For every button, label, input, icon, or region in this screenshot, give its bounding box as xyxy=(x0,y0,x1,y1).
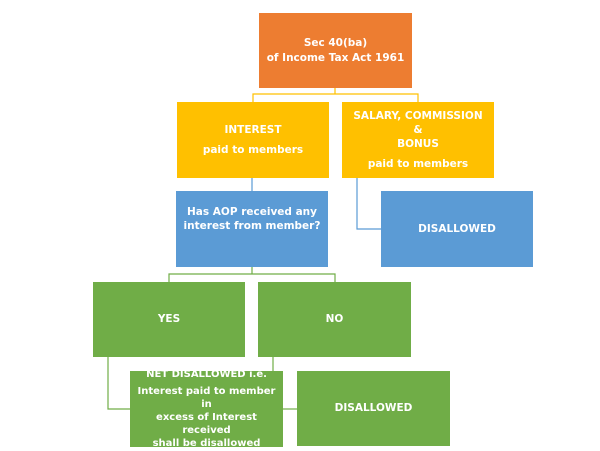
interest-subtitle: paid to members xyxy=(202,144,304,156)
question-line1: Has AOP received any xyxy=(187,206,317,218)
node-salary-commission-bonus: SALARY, COMMISSION & BONUS paid to membe… xyxy=(342,102,494,178)
connector-salary-to-disallowed xyxy=(356,178,381,230)
net-disallowed-line2: Interest paid to member in xyxy=(137,386,276,410)
salary-title-line1: SALARY, COMMISSION & xyxy=(353,109,483,136)
root-title: Sec 40(ba) xyxy=(303,37,368,50)
yes-label: YES xyxy=(157,313,181,326)
node-yes: YES xyxy=(93,282,245,357)
no-disallowed-label: DISALLOWED xyxy=(334,402,413,415)
root-subtitle: of Income Tax Act 1961 xyxy=(266,51,405,64)
connector-question-to-yes-no xyxy=(168,273,336,282)
node-no-disallowed: DISALLOWED xyxy=(297,371,450,446)
node-interest: INTEREST paid to members xyxy=(177,102,329,178)
salary-title-line2: BONUS xyxy=(397,138,439,150)
salary-subtitle: paid to members xyxy=(367,158,469,171)
node-net-disallowed: NET DISALLOWED i.e. Interest paid to mem… xyxy=(130,369,283,449)
connector-yes-to-net-disallowed xyxy=(107,357,130,410)
no-label: NO xyxy=(325,313,344,326)
net-disallowed-line3: excess of Interest received xyxy=(156,412,257,436)
node-salary-disallowed: DISALLOWED xyxy=(381,191,533,267)
connector-root-to-level1 xyxy=(252,93,419,102)
question-line2: interest from member? xyxy=(183,220,321,233)
net-disallowed-title: NET DISALLOWED i.e. xyxy=(146,369,267,380)
salary-disallowed-label: DISALLOWED xyxy=(418,222,496,235)
net-disallowed-line4: shall be disallowed xyxy=(152,438,261,449)
node-no: NO xyxy=(258,282,411,357)
interest-title: INTEREST xyxy=(224,123,282,136)
root-node-sec-40ba: Sec 40(ba) of Income Tax Act 1961 xyxy=(259,13,412,88)
node-question-aop-received-interest: Has AOP received any interest from membe… xyxy=(176,191,328,267)
